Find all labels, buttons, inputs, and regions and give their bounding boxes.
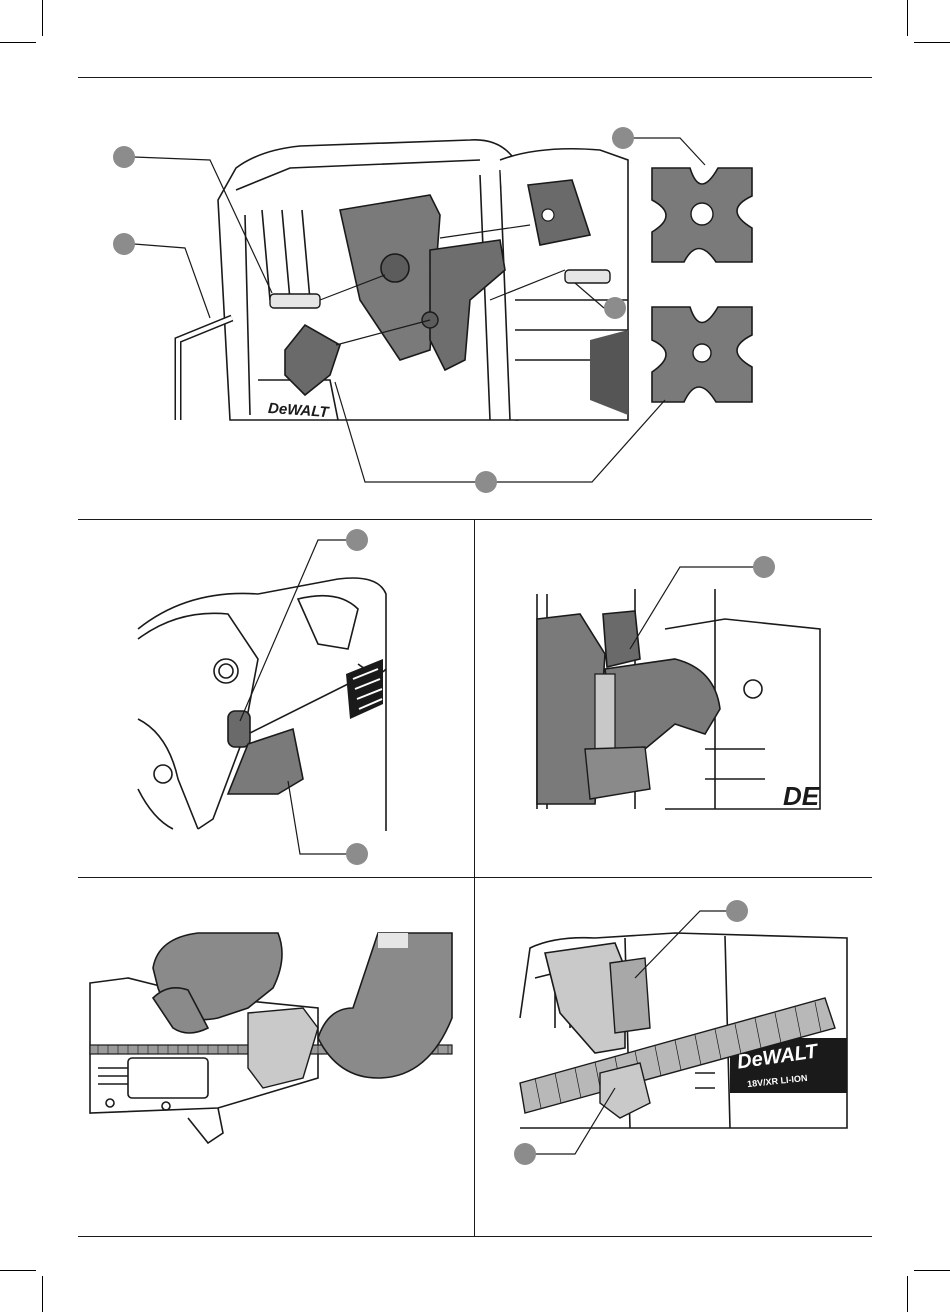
figure-blade-assembly: DeWALT: [0, 0, 950, 519]
callout-fig3-1: [753, 556, 775, 578]
cutting-rod-hands-drawing: [78, 878, 474, 1236]
blade-holder-closeup-drawing: [475, 519, 872, 877]
figure-blade-holder-closeup: DE: [475, 519, 872, 877]
callout-fig1-3: [612, 127, 634, 149]
blade-assembly-drawing: [0, 0, 950, 519]
callout-fig2-1: [346, 529, 368, 551]
handle-trigger-drawing: [78, 519, 474, 877]
figure-handle-trigger: [78, 519, 474, 877]
callout-fig1-2: [113, 233, 135, 255]
callout-fig1-5: [475, 471, 497, 493]
figure-rod-in-cutter: DeWALT 18V/XR LI-ION: [475, 878, 872, 1236]
crop-mark-bl-h: [0, 1270, 36, 1271]
bottom-rule: [78, 1236, 872, 1237]
crop-mark-br-h: [914, 1270, 950, 1271]
callout-fig1-4: [604, 297, 626, 319]
callout-fig5-1: [726, 900, 748, 922]
callout-fig1-1: [113, 146, 135, 168]
crop-mark-bl-v: [42, 1276, 43, 1312]
figure-cutting-rod-hands: [78, 878, 474, 1236]
crop-mark-br-v: [907, 1276, 908, 1312]
fig3-logo: DE: [783, 781, 819, 812]
callout-fig2-2: [346, 843, 368, 865]
callout-fig5-2: [514, 1143, 536, 1165]
